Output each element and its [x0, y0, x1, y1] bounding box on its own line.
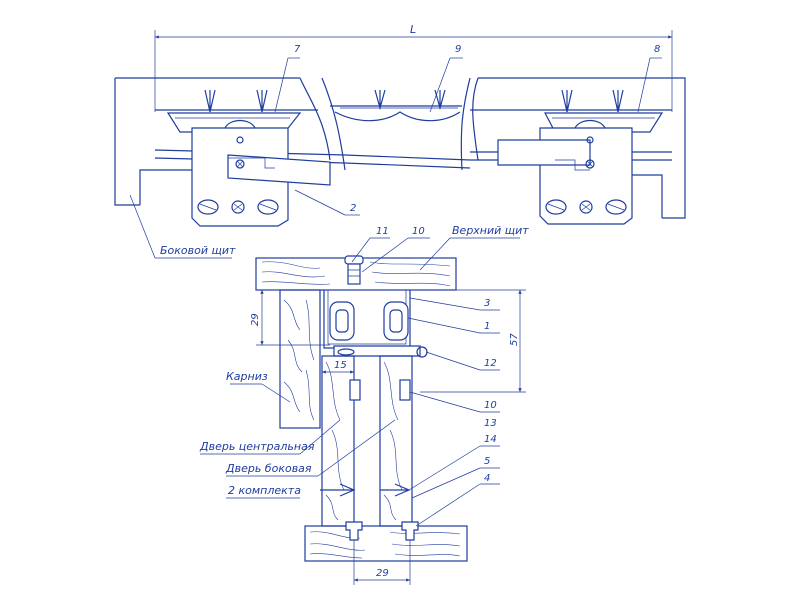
- door-central-clip: [349, 379, 361, 401]
- screw-11: [344, 255, 364, 285]
- door-side-label: Дверь боковая: [225, 462, 312, 475]
- door-side-grain: [383, 361, 403, 521]
- callout-5: 5: [484, 456, 490, 467]
- two-sets-label: 2 комплекта: [228, 484, 301, 497]
- callout-10-bottom: 10: [484, 400, 497, 411]
- dimension-29-vertical-label: 29: [250, 313, 261, 326]
- right-carriage: [497, 119, 633, 225]
- section-view: 29 15 57 29 11 10 Верхний щит 3 1: [199, 224, 529, 585]
- cornice-label: Карниз: [226, 370, 268, 383]
- door-central-grain: [325, 361, 345, 521]
- left-carriage: [191, 119, 331, 227]
- callout-2: 2: [350, 203, 356, 214]
- dimension-L-label: L: [410, 23, 416, 36]
- callout-10-top: 10: [412, 226, 425, 237]
- dimension-29-bottom-label: 29: [376, 568, 389, 579]
- roller-right: [383, 301, 409, 341]
- cornice-board: [279, 289, 321, 429]
- bottom-guide-left: [345, 521, 363, 541]
- top-panel-grain: [261, 261, 451, 287]
- side-panel-label: Боковой щит: [160, 244, 236, 257]
- callout-1: 1: [484, 321, 490, 332]
- top-panel-label: Верхний щит: [452, 224, 529, 237]
- callout-13: 13: [484, 418, 497, 429]
- door-center-label: Дверь центральная: [199, 440, 315, 453]
- callout-12: 12: [484, 358, 497, 369]
- roller-left: [329, 301, 355, 341]
- callout-14: 14: [484, 434, 497, 445]
- callout-4: 4: [484, 473, 490, 484]
- door-side-clip: [399, 379, 411, 401]
- top-view: L: [114, 23, 686, 259]
- callout-3: 3: [484, 298, 490, 309]
- callout-7: 7: [294, 44, 301, 55]
- right-side-panel: [478, 77, 686, 219]
- right-top-profile: [544, 112, 664, 133]
- bottom-guide-right: [401, 521, 419, 541]
- guide-spike-left: [320, 483, 356, 497]
- spikes: [204, 89, 624, 113]
- dimension-15-label: 15: [334, 360, 347, 371]
- left-side-panel: [114, 77, 300, 206]
- bottom-board-grain: [309, 531, 461, 559]
- guide-spike-right: [380, 483, 411, 497]
- cornice-grain: [283, 299, 315, 421]
- bottom-board: [304, 525, 468, 562]
- callout-11: 11: [376, 226, 389, 237]
- door-central: [321, 355, 355, 527]
- middle-profile: [334, 111, 461, 122]
- callout-9: 9: [455, 44, 461, 55]
- dimension-57-label: 57: [509, 333, 520, 346]
- callout-8: 8: [654, 44, 660, 55]
